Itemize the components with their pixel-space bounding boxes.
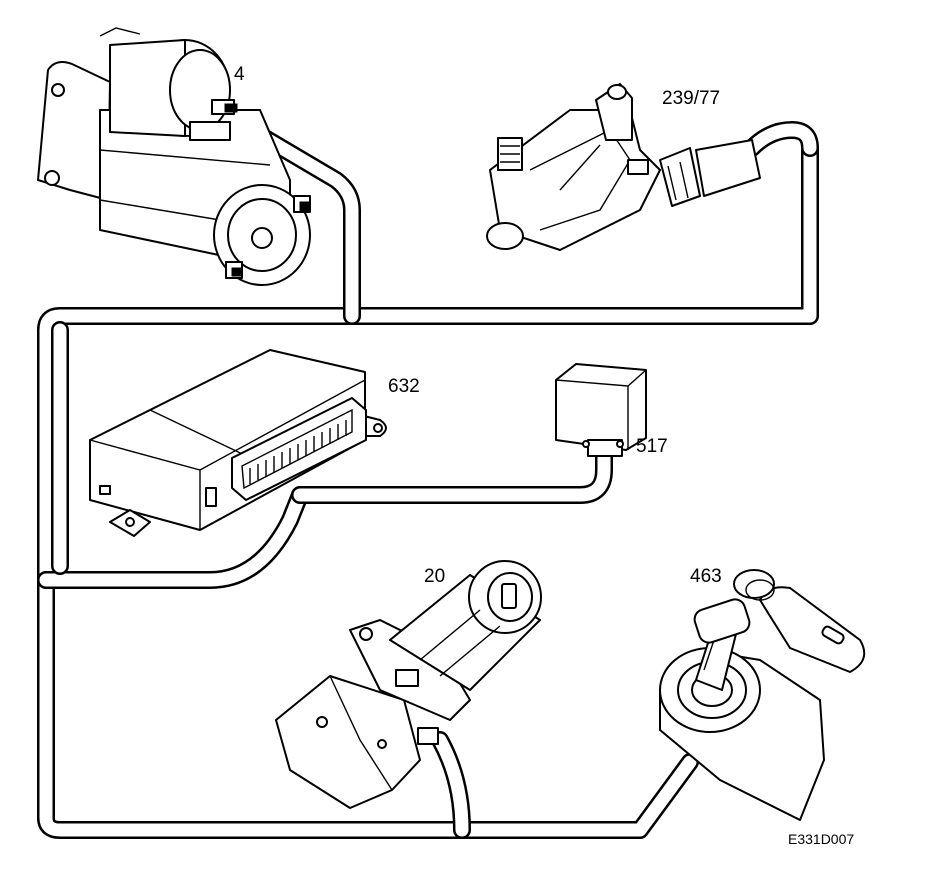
wiring-harness [37,119,819,839]
ignition-switch-label: 20 [424,566,445,587]
figure-code: E331D007 [788,831,854,847]
control-module-label: 632 [388,376,420,397]
gear-selector-switch [486,83,761,251]
gear-switch-label: 239/77 [662,88,720,109]
ignition-switch [275,560,542,809]
control-module [89,349,387,537]
starter-motor [37,27,311,286]
key-lock-label: 463 [690,566,722,587]
relay-label: 517 [636,436,668,457]
starter-motor-label: 4 [234,64,245,85]
key-lock [659,569,866,821]
connector-pins [249,420,347,484]
relay [555,363,647,457]
